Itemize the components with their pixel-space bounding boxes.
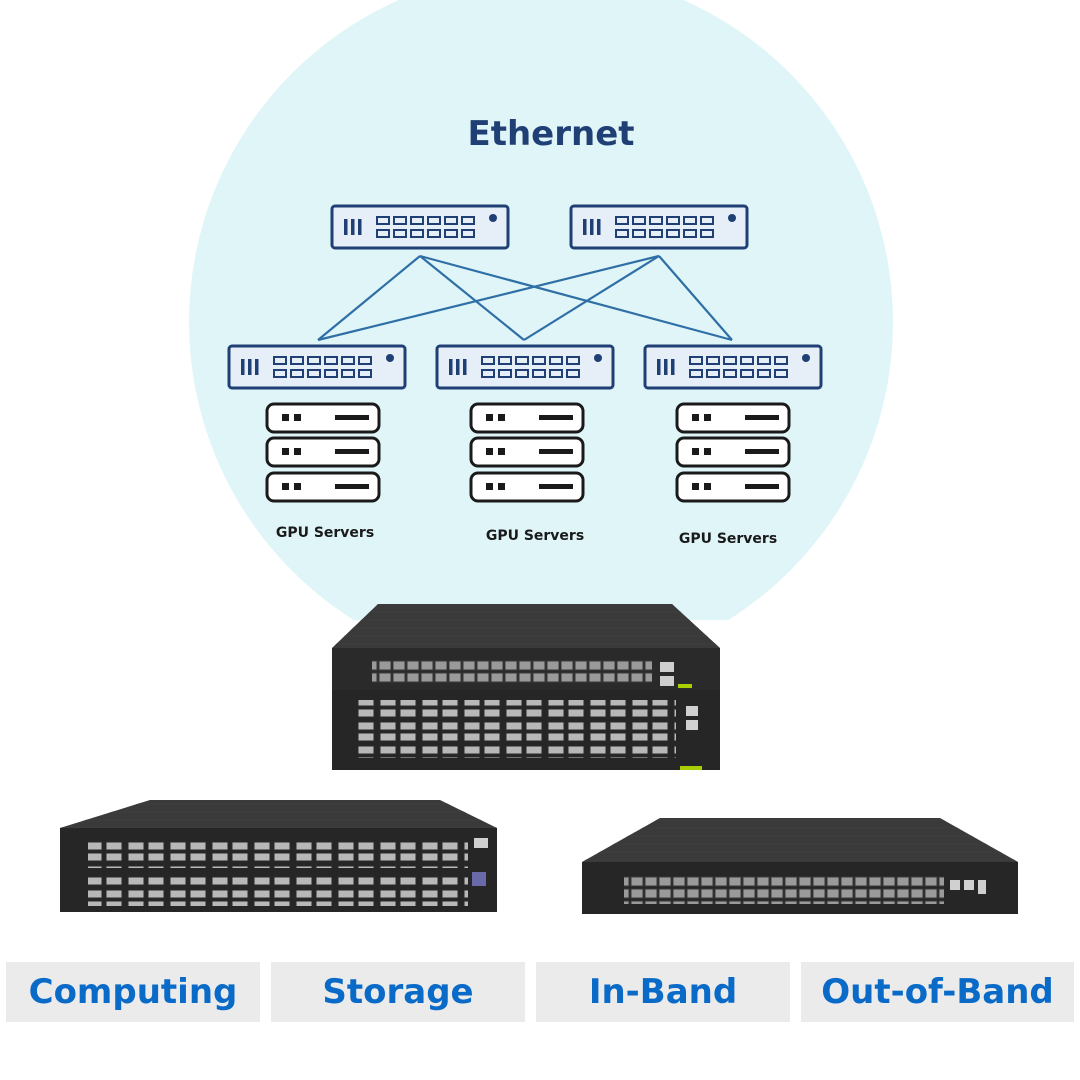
category-label-in-band: In-Band: [588, 972, 738, 1012]
category-label-out-of-band: Out-of-Band: [821, 972, 1054, 1012]
category-storage: Storage: [271, 962, 525, 1022]
server-stack-icon-3: [675, 402, 791, 503]
switch-hardware-illustrations: [60, 604, 1018, 914]
leaf-switch-icon-1: [227, 344, 407, 390]
link-spine1-leaf3: [419, 254, 733, 342]
leaf-switch-icon-2: [435, 344, 615, 390]
link-spine2-leaf2: [523, 255, 660, 341]
leaf-switch-icon-3: [643, 344, 823, 390]
link-lines: [317, 254, 733, 342]
link-spine2-leaf1: [317, 254, 660, 342]
diagram-title: Ethernet: [467, 114, 634, 154]
server-stack-icon-2: [469, 402, 585, 503]
ethernet-topology-diagram: Ethernet: [189, 0, 893, 620]
category-in-band: In-Band: [536, 962, 790, 1022]
in-band-switch-hardware: [582, 818, 1018, 914]
server-group-label-2: GPU Servers: [486, 528, 584, 544]
link-spine2-leaf3: [658, 255, 733, 341]
server-group-label-3: GPU Servers: [679, 531, 777, 547]
link-spine1-leaf2: [419, 255, 525, 341]
computing-switch-hardware: [60, 800, 497, 912]
category-out-of-band: Out-of-Band: [801, 962, 1074, 1022]
category-computing: Computing: [6, 962, 260, 1022]
spine-switch-icon-2: [569, 204, 749, 250]
category-label-computing: Computing: [28, 972, 238, 1012]
category-label-storage: Storage: [322, 972, 474, 1012]
server-group-label-1: GPU Servers: [276, 525, 374, 541]
stacked-switch-hardware: [332, 604, 720, 770]
link-spine1-leaf1: [317, 255, 421, 341]
server-stack-icon-1: [265, 402, 381, 503]
spine-switch-icon-1: [330, 204, 510, 250]
